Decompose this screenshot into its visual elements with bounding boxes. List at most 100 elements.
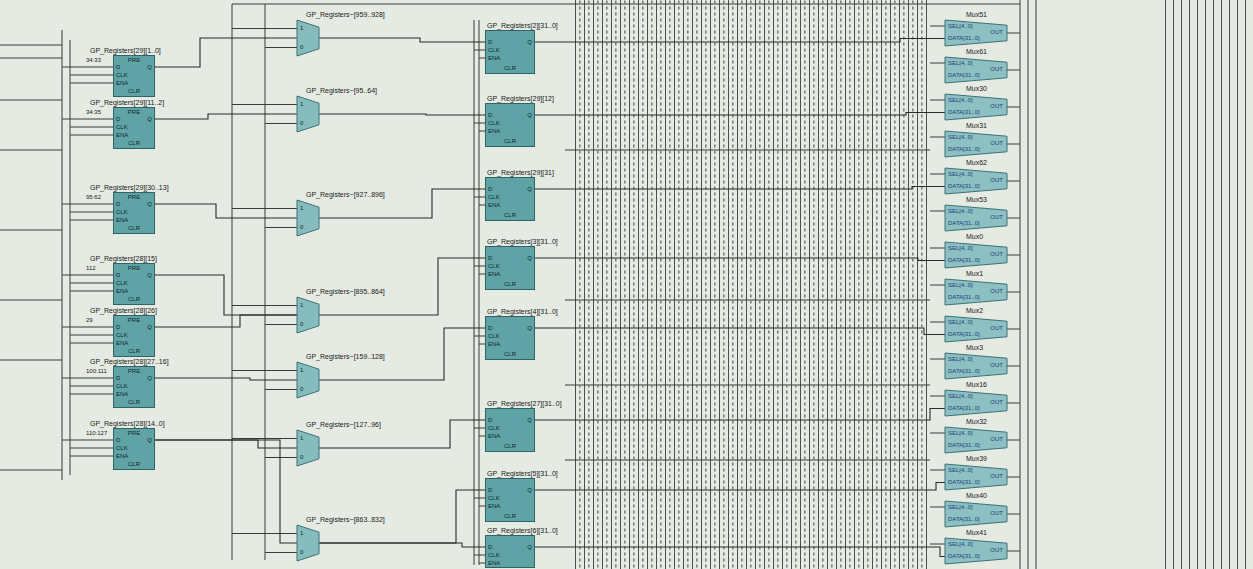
mux-symbol: Mux53SEL[4..0]DATA[31..0]OUT [945,205,1007,231]
pin-name: D [488,544,492,551]
mux-symbol: GP_Registers~[159..128]10 [297,362,319,398]
pin-name: D [116,201,120,208]
pin-name: CLK [488,120,500,127]
pin-name: DATA[31..0] [948,72,980,79]
pin-name: DATA[31..0] [948,516,980,523]
register-label: GP_Registers[29][31] [486,169,555,177]
pin-name: PRE [128,109,140,116]
register-label: GP_Registers[6][31..0] [486,527,559,535]
mux-symbol: GP_Registers~[927..896]10 [297,200,319,236]
mux-label: Mux1 [965,270,984,278]
pin-name: Q [527,487,532,494]
pin-name: SEL[4..0] [948,393,973,400]
mux-label: GP_Registers~[127..96] [305,421,382,429]
pin-name: Q [147,324,152,331]
wire [535,328,945,335]
pin-name: Q [147,201,152,208]
register-label: GP_Registers[29][12] [486,95,555,103]
mux-label: Mux39 [965,455,988,463]
pin-name: SEL[4..0] [948,171,973,178]
register-box: GP_Registers[29][1..0]PREDCLKENACLRQ [113,55,155,97]
mux-symbol: Mux61SEL[4..0]DATA[31..0]OUT [945,57,1007,83]
register-box: GP_Registers[3][31..0]DCLKENACLRQ [485,246,535,290]
pin-name: SEL[4..0] [948,430,973,437]
pin-name: DATA[31..0] [948,257,980,264]
wire [535,187,945,190]
register-box: GP_Registers[29][12]DCLKENACLRQ [485,103,535,147]
register-label: GP_Registers[4][31..0] [486,308,559,316]
register-label: GP_Registers[28][26] [89,307,158,315]
pin-name: CLK [488,425,500,432]
pin-name: CLR [504,351,516,358]
wire [535,547,945,557]
pin-name: DATA[31..0] [948,368,980,375]
mux-symbol: Mux1SEL[4..0]DATA[31..0]OUT [945,279,1007,305]
mux-outline [945,57,1007,83]
mux-label: GP_Registers~[927..896] [305,191,386,199]
bus-bundle [575,0,930,569]
pin-name: CLK [488,194,500,201]
pin-name: OUT [990,288,1003,295]
mux-label: Mux40 [965,492,988,500]
pin-name: ENA [116,391,128,398]
mux-outline [945,538,1007,564]
pin-name: Q [147,116,152,123]
pin-name: 0 [300,44,303,51]
pin-name: DATA[31..0] [948,294,980,301]
pin-name: CLR [128,399,140,406]
mux-label: GP_Registers~[959..928] [305,11,386,19]
pin-name: SEL[4..0] [948,541,973,548]
pin-name: CLK [116,445,128,452]
pin-name: OUT [990,362,1003,369]
wire [319,258,485,315]
pin-name: CLR [128,461,140,468]
mux-symbol: Mux40SEL[4..0]DATA[31..0]OUT [945,501,1007,527]
pin-name: CLK [488,495,500,502]
mux-symbol: GP_Registers~[863..832]10 [297,525,319,561]
wire [535,483,945,491]
register-label: GP_Registers[27][31..0] [486,400,563,408]
pin-name: PRE [128,194,140,201]
pin-name: CLK [488,263,500,270]
output-bus [1165,0,1247,569]
mux-outline [297,200,319,236]
mux-label: Mux30 [965,85,988,93]
pin-name: CLR [504,281,516,288]
mux-label: Mux2 [965,307,984,315]
pin-name: SEL[4..0] [948,467,973,474]
pin-name: SEL[4..0] [948,245,973,252]
pin-name: PRE [128,430,140,437]
register-label: GP_Registers[5][31..0] [486,470,559,478]
pin-name: Q [147,375,152,382]
pin-name: D [488,39,492,46]
pin-name: Q [527,417,532,424]
mux-outline [297,297,319,333]
pin-name: CLK [488,333,500,340]
pin-name: SEL[4..0] [948,23,973,30]
pin-name: OUT [990,29,1003,36]
mux-label: GP_Registers~[95..64] [305,87,378,95]
pin-name: OUT [990,510,1003,517]
pin-name: Q [147,64,152,71]
pin-name: 1 [300,367,303,374]
pin-name: D [116,437,120,444]
mux-symbol: Mux30SEL[4..0]DATA[31..0]OUT [945,94,1007,120]
pin-name: D [116,116,120,123]
pin-name: CLR [128,225,140,232]
register-box: GP_Registers[28][26]PREDCLKENACLRQ [113,315,155,357]
register-box: GP_Registers[6][31..0]DCLKENAQ [485,535,535,568]
pin-name: 1 [300,435,303,442]
pin-name: 0 [300,549,303,556]
pin-name: SEL[4..0] [948,504,973,511]
register-box: GP_Registers[29][30..13]PREDCLKENACLRQ [113,192,155,234]
mux-label: Mux32 [965,418,988,426]
register-box: GP_Registers[29][11..2]PREDCLKENACLRQ [113,107,155,149]
mux-outline [945,316,1007,342]
pin-name: DATA[31..0] [948,220,980,227]
pin-name: 0 [300,120,303,127]
register-label: GP_Registers[3][31..0] [486,238,559,246]
pin-name: CLR [128,296,140,303]
pin-name: CLR [504,443,516,450]
mux-outline [945,131,1007,157]
